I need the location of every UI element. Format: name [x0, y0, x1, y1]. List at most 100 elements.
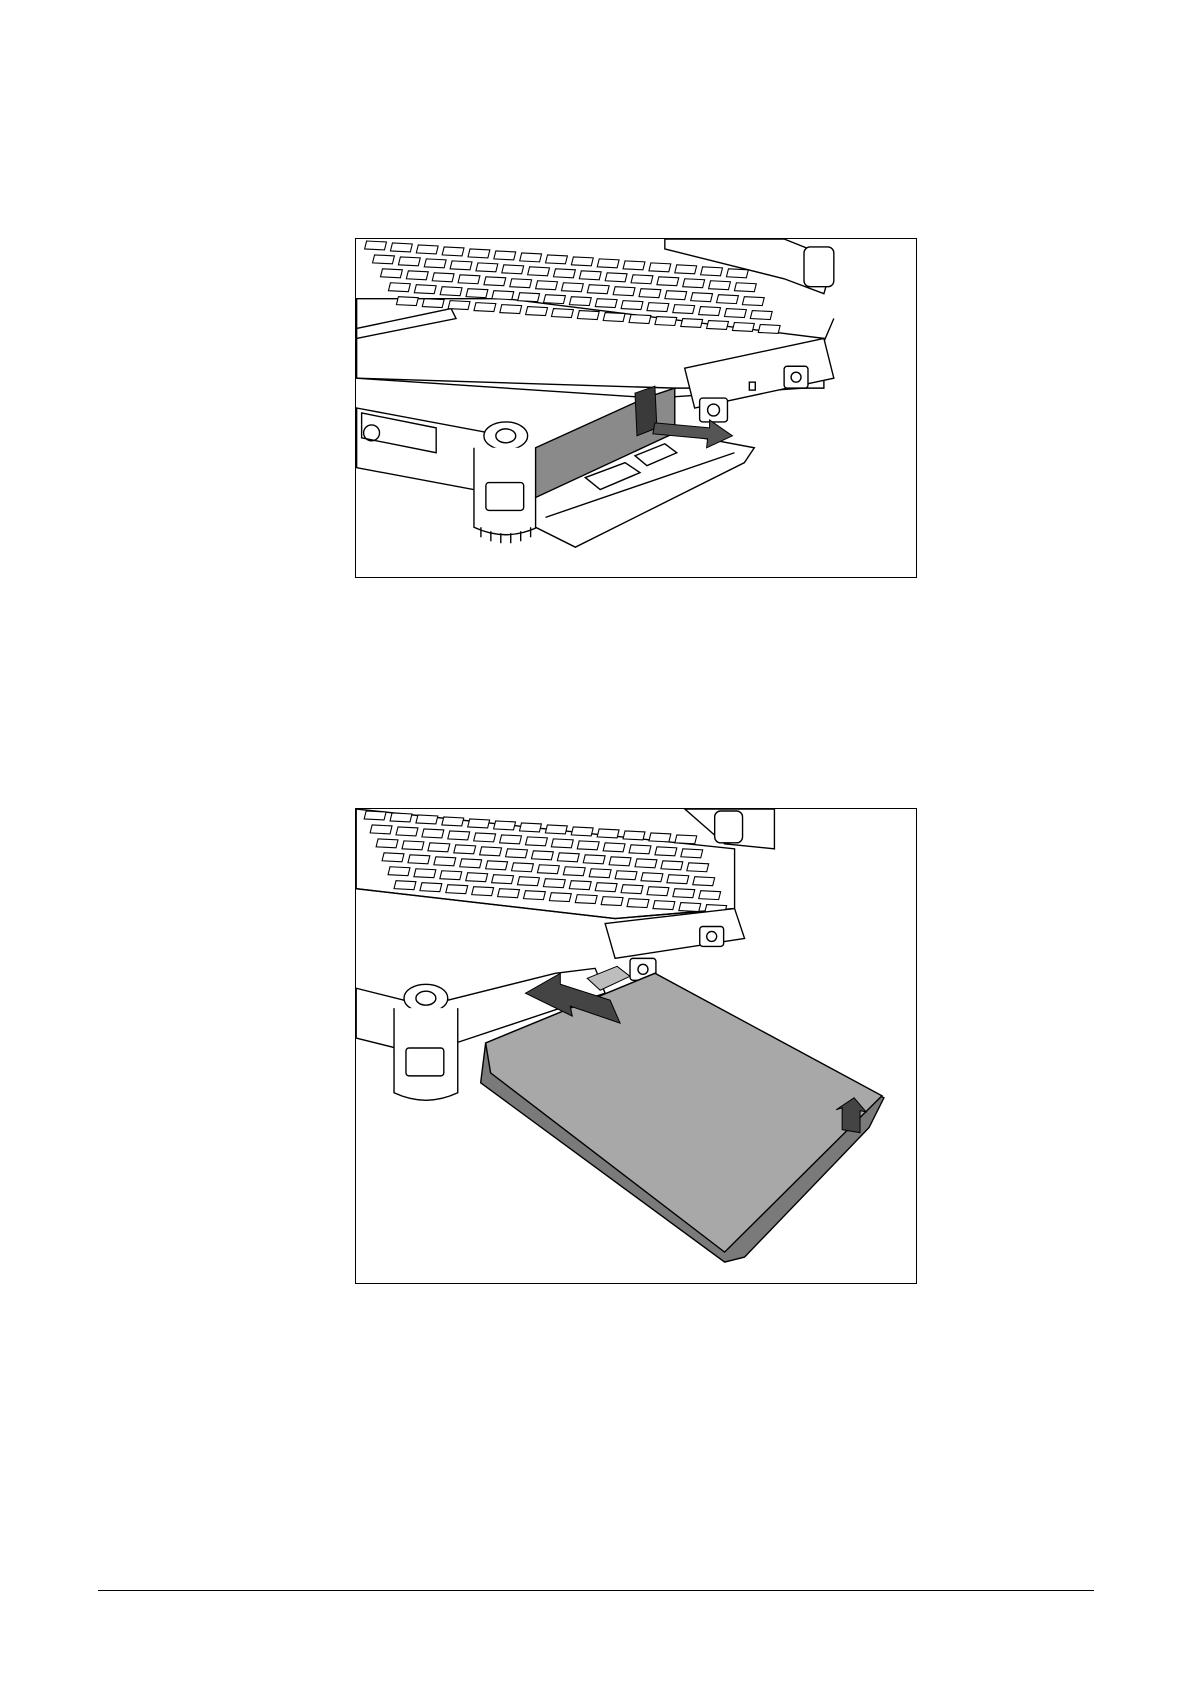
- keyboard-key: [502, 265, 524, 274]
- keyboard-key: [655, 317, 677, 326]
- keyboard-key: [381, 269, 403, 278]
- keyboard-key: [595, 883, 617, 892]
- keyboard-key: [486, 861, 508, 870]
- keyboard-key: [446, 885, 468, 894]
- keyboard-key: [512, 863, 534, 872]
- keyboard-key: [458, 275, 480, 284]
- keyboard-key: [440, 287, 462, 296]
- keyboard-key: [681, 849, 703, 858]
- keyboard-key: [494, 251, 516, 260]
- footer-rule: [98, 1590, 1094, 1591]
- laptop-battery-illustration: [356, 809, 916, 1283]
- keyboard-key: [681, 319, 703, 328]
- keyboard-key: [448, 301, 470, 310]
- keyboard-key: [750, 311, 772, 320]
- keyboard-key: [597, 259, 619, 268]
- keyboard-key: [649, 263, 671, 272]
- figure-battery-cover-open: [355, 238, 917, 578]
- keyboard-key: [422, 829, 444, 838]
- keyboard-key: [388, 867, 410, 876]
- keyboard-key: [510, 279, 532, 288]
- keyboard-key: [577, 311, 599, 320]
- keyboard-key: [649, 833, 671, 842]
- keyboard-key: [442, 817, 464, 826]
- keyboard-key: [609, 857, 631, 866]
- keyboard-key: [537, 865, 559, 874]
- keyboard-key: [440, 871, 462, 880]
- keyboard-key: [519, 823, 541, 832]
- keyboard-key: [701, 267, 723, 276]
- keyboard-key: [394, 881, 416, 890]
- keyboard-key: [615, 871, 637, 880]
- keyboard-key: [388, 283, 410, 292]
- keyboard-key: [575, 895, 597, 904]
- keyboard-key: [468, 249, 490, 258]
- keyboard-key: [373, 255, 395, 264]
- keyboard-key: [546, 255, 568, 264]
- keyboard-key: [734, 283, 756, 292]
- keyboard-key: [525, 837, 547, 846]
- keyboard-key: [657, 277, 679, 286]
- keyboard-key: [603, 843, 625, 852]
- keyboard-key: [675, 835, 697, 844]
- keyboard-key: [603, 313, 625, 322]
- keyboard-key: [623, 261, 645, 270]
- keyboard-key: [472, 887, 494, 896]
- keyboard-key: [629, 315, 651, 324]
- keyboard-key: [605, 273, 627, 282]
- keyboard-key: [484, 277, 506, 286]
- keyboard-key: [758, 324, 780, 333]
- keyboard-key: [398, 257, 420, 266]
- keyboard-key: [683, 279, 705, 288]
- keyboard-key: [448, 831, 470, 840]
- keyboard-key: [621, 301, 643, 310]
- keyboard-key: [500, 305, 522, 314]
- keyboard-key: [577, 841, 599, 850]
- keyboard-key: [480, 847, 502, 856]
- keyboard-key: [544, 295, 566, 304]
- keyboard-key: [422, 299, 444, 308]
- keyboard-key: [365, 241, 387, 250]
- keyboard-key: [687, 863, 709, 872]
- keyboard-key: [526, 307, 548, 316]
- keyboard-key: [641, 873, 663, 882]
- figure-battery-insert: [355, 808, 917, 1284]
- keyboard-key: [414, 869, 436, 878]
- keyboard-key: [500, 835, 522, 844]
- keyboard-key: [691, 293, 713, 302]
- keyboard-key: [518, 293, 540, 302]
- keyboard-key: [520, 253, 542, 262]
- keyboard-key: [635, 859, 657, 868]
- keyboard-key: [665, 291, 687, 300]
- keyboard-key: [518, 877, 540, 886]
- keyboard-key: [571, 827, 593, 836]
- keyboard-key: [639, 289, 661, 298]
- keyboard-key: [531, 851, 553, 860]
- keyboard-key: [376, 839, 398, 848]
- keyboard-key: [661, 861, 683, 870]
- keyboard-key: [595, 299, 617, 308]
- keyboard-key: [474, 303, 496, 312]
- keyboard-key: [597, 829, 619, 838]
- keyboard-key: [623, 831, 645, 840]
- keyboard-key: [699, 307, 721, 316]
- side-panel: [685, 338, 834, 422]
- keyboard-key: [553, 269, 575, 278]
- keyboard-key: [653, 901, 675, 910]
- keyboard-key: [492, 291, 514, 300]
- keyboard-key: [655, 847, 677, 856]
- keyboard-key: [396, 297, 418, 306]
- keyboard-key: [549, 893, 571, 902]
- keyboard-key: [726, 269, 748, 278]
- keyboard-key: [390, 813, 412, 822]
- keyboard-key: [536, 281, 558, 290]
- keyboard-key: [466, 289, 488, 298]
- display-hinge: [685, 809, 775, 849]
- keyboard-key: [707, 321, 729, 330]
- keyboard-key: [621, 885, 643, 894]
- keyboard-key: [717, 295, 739, 304]
- keyboard-key: [396, 827, 418, 836]
- keyboard-key: [414, 285, 436, 294]
- keyboard-key: [724, 309, 746, 318]
- keyboard-key: [428, 843, 450, 852]
